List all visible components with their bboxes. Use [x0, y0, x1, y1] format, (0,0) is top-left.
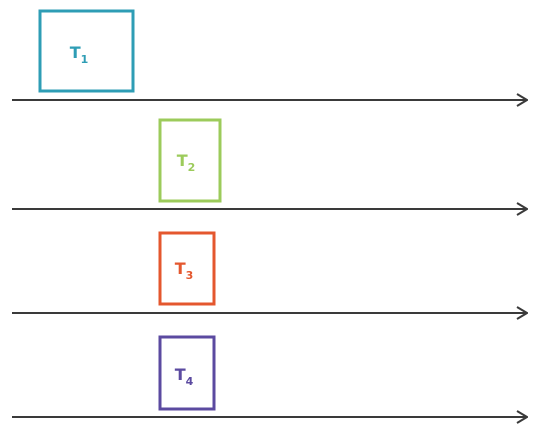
task-label-2-sub: 2 — [188, 161, 196, 174]
task-label-4-sub: 4 — [186, 375, 194, 388]
task-label-4: T4 — [175, 365, 194, 388]
task-row-1: T1 — [12, 9, 527, 100]
task-row-4: T4 — [12, 335, 527, 417]
task-label-2-main: T — [177, 151, 188, 170]
task-label-1: T1 — [70, 43, 89, 66]
task-label-3-sub: 3 — [186, 269, 194, 282]
task-label-2: T2 — [177, 151, 196, 174]
task-label-3: T3 — [175, 259, 194, 282]
task-label-1-main: T — [70, 43, 81, 62]
task-row-3: T3 — [12, 231, 527, 313]
task-box-1 — [38, 9, 135, 93]
task-box-3 — [158, 231, 216, 306]
task-label-1-sub: 1 — [81, 53, 89, 66]
task-row-2: T2 — [12, 118, 527, 209]
task-label-3-main: T — [175, 259, 186, 278]
task-box-2 — [158, 118, 222, 203]
task-label-4-main: T — [175, 365, 186, 384]
task-box-4 — [158, 335, 216, 411]
